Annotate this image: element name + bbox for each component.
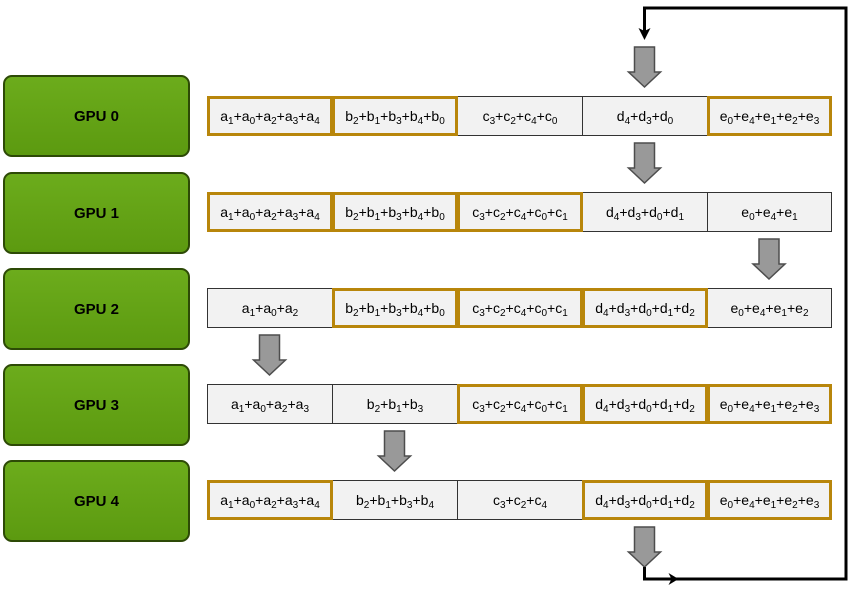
chunk-cell: d4+d3+d0+d1+d2 <box>582 480 708 520</box>
chunk-sum: c3+c2+c4+c0 <box>482 108 558 127</box>
chunk-cell: c3+c2+c4+c0+c1 <box>457 192 583 232</box>
loop-arrowhead-icon <box>638 28 651 40</box>
wrap-around-loop <box>643 6 848 581</box>
chunk-sum: e0+e4+e1+e2 <box>730 300 809 319</box>
gpu-box: GPU 1 <box>3 172 190 254</box>
chunk-sum: a1+a0+a2+a3+a4 <box>220 204 320 223</box>
chunk-cell: b2+b1+b3+b4+b0 <box>332 96 458 136</box>
chunk-cell: e0+e4+e1+e2+e3 <box>707 384 832 424</box>
chunk-cell: b2+b1+b3+b4+b0 <box>332 288 458 328</box>
chunk-cell: e0+e4+e1+e2+e3 <box>707 96 832 136</box>
down-arrow-icon <box>626 526 663 569</box>
chunk-sum: e0+e4+e1+e2+e3 <box>719 108 820 127</box>
gpu-box: GPU 2 <box>3 268 190 350</box>
chunk-sum: d4+d3+d0+d1+d2 <box>595 396 695 415</box>
gpu-label: GPU 3 <box>73 396 119 414</box>
chunk-cell: b2+b1+b3 <box>332 384 458 424</box>
chunk-sum: c3+c2+c4+c0+c1 <box>472 396 568 415</box>
chunk-cell: b2+b1+b3+b4 <box>332 480 458 520</box>
down-arrow-icon <box>251 334 288 377</box>
chunk-sum: c3+c2+c4+c0+c1 <box>472 300 568 319</box>
gpu-box: GPU 0 <box>3 75 190 157</box>
chunk-row: a1+a0+a2+a3+a4 b2+b1+b3+b4+b0 c3+c2+c4+c0+… <box>207 192 832 232</box>
chunk-sum: a1+a0+a2 <box>241 300 299 319</box>
chunk-cell: a1+a0+a2+a3+a4 <box>207 192 333 232</box>
chunk-sum: c3+c2+c4 <box>492 492 548 511</box>
down-arrow-icon <box>626 142 663 185</box>
chunk-sum: b2+b1+b3+b4+b0 <box>345 300 445 319</box>
gpu-box: GPU 4 <box>3 460 190 542</box>
chunk-cell: c3+c2+c4+c0+c1 <box>457 384 583 424</box>
chunk-sum: b2+b1+b3 <box>366 396 424 415</box>
chunk-row: a1+a0+a2+a3+a4 b2+b1+b3+b4 c3+c2+c4 d4+d3+d… <box>207 480 832 520</box>
chunk-cell: a1+a0+a2+a3+a4 <box>207 480 333 520</box>
gpu-label: GPU 0 <box>73 107 119 125</box>
chunk-cell: a1+a0+a2+a3 <box>207 384 333 424</box>
chunk-sum: b2+b1+b3+b4+b0 <box>345 204 445 223</box>
chunk-sum: e0+e4+e1+e2+e3 <box>719 492 820 511</box>
chunk-sum: d4+d3+d0+d1+d2 <box>595 492 695 511</box>
chunk-sum: c3+c2+c4+c0+c1 <box>472 204 568 223</box>
chunk-row: a1+a0+a2+a3+a4 b2+b1+b3+b4+b0 c3+c2+c4+c0 d… <box>207 96 832 136</box>
down-arrow-icon <box>751 238 787 281</box>
chunk-sum: d4+d3+d0+d1+d2 <box>595 300 695 319</box>
chunk-sum: b2+b1+b3+b4 <box>356 492 434 511</box>
down-arrow-icon <box>626 46 663 89</box>
chunk-sum: a1+a0+a2+a3 <box>231 396 309 415</box>
down-arrow-icon <box>376 430 413 473</box>
chunk-sum: d4+d3+d0+d1 <box>606 204 684 223</box>
chunk-cell: e0+e4+e1+e2+e3 <box>707 480 832 520</box>
chunk-cell: b2+b1+b3+b4+b0 <box>332 192 458 232</box>
chunk-sum: d4+d3+d0 <box>616 108 674 127</box>
chunk-cell: d4+d3+d0+d1+d2 <box>582 288 708 328</box>
chunk-sum: e0+e4+e1+e2+e3 <box>719 396 820 415</box>
gpu-label: GPU 2 <box>73 300 119 318</box>
chunk-sum: a1+a0+a2+a3+a4 <box>220 492 320 511</box>
chunk-cell: a1+a0+a2 <box>207 288 333 328</box>
chunk-sum: e0+e4+e1 <box>741 204 798 223</box>
chunk-cell: d4+d3+d0 <box>582 96 708 136</box>
chunk-cell: e0+e4+e1+e2 <box>707 288 832 328</box>
gpu-box: GPU 3 <box>3 364 190 446</box>
loop-arrowhead-icon <box>668 573 679 585</box>
chunk-cell: c3+c2+c4+c0+c1 <box>457 288 583 328</box>
chunk-sum: a1+a0+a2+a3+a4 <box>220 108 320 127</box>
gpu-label: GPU 4 <box>73 492 119 510</box>
chunk-row: a1+a0+a2+a3 b2+b1+b3 c3+c2+c4+c0+c1 d4+d3+d… <box>207 384 832 424</box>
chunk-cell: e0+e4+e1 <box>707 192 832 232</box>
chunk-cell: c3+c2+c4+c0 <box>457 96 583 136</box>
chunk-sum: b2+b1+b3+b4+b0 <box>345 108 445 127</box>
chunk-cell: d4+d3+d0+d1+d2 <box>582 384 708 424</box>
chunk-cell: c3+c2+c4 <box>457 480 583 520</box>
gpu-label: GPU 1 <box>73 204 119 222</box>
chunk-cell: a1+a0+a2+a3+a4 <box>207 96 333 136</box>
chunk-row: a1+a0+a2 b2+b1+b3+b4+b0 c3+c2+c4+c0+c1 d4+d… <box>207 288 832 328</box>
